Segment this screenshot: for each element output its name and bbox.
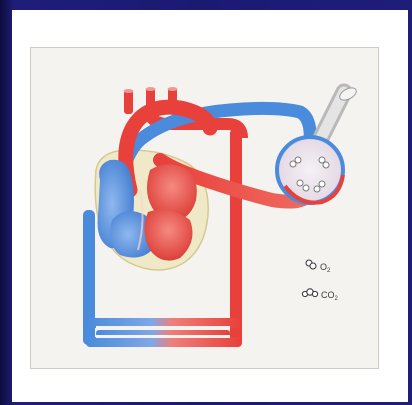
aortic-branch-2 <box>146 88 155 112</box>
oxygen-molecule-icon <box>306 260 316 269</box>
lower-body-tube-3 <box>86 337 242 347</box>
legend: O2 CO2 <box>302 260 338 302</box>
legend-co2-label: CO2 <box>321 290 339 302</box>
carbon-dioxide-molecule-icon <box>302 289 317 297</box>
right-arterial-column <box>230 128 242 346</box>
aortic-branch-3 <box>168 88 177 114</box>
lung-alveolus <box>277 85 358 203</box>
aortic-branch-1 <box>124 90 133 114</box>
legend-o2-label: O2 <box>320 262 331 274</box>
